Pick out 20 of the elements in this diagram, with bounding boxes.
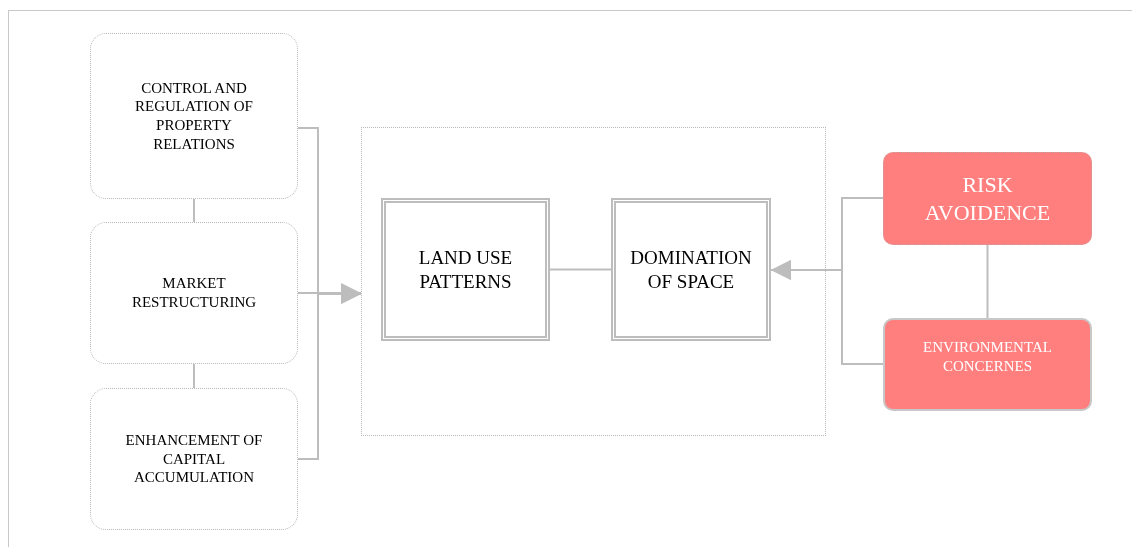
process-box	[883, 152, 1092, 245]
node-label: CONTROL AND REGULATION OF PROPERTY RELATIONS	[134, 78, 254, 154]
process-box	[90, 388, 298, 530]
arrow	[770, 260, 884, 365]
node-label: ENVIRONMENTAL CONCERNES	[922, 338, 1053, 376]
node-label: DOMINATION OF SPACE	[629, 245, 753, 294]
node-label: RISK AVOIDENCE	[923, 171, 1052, 226]
connector-line	[986, 244, 989, 319]
process-box	[90, 33, 298, 199]
group-box	[361, 127, 826, 436]
connector-line	[193, 363, 195, 389]
connector-line	[549, 268, 612, 271]
node-label: ENHANCEMENT OF CAPITAL ACCUMULATION	[124, 430, 264, 488]
node-label: LAND USE PATTERNS	[417, 245, 514, 294]
connector-line	[193, 198, 195, 223]
process-box	[611, 198, 771, 341]
node-label: MARKET RESTRUCTURING	[130, 274, 258, 312]
process-box	[883, 318, 1092, 411]
process-box	[90, 222, 298, 364]
process-box	[381, 198, 550, 341]
